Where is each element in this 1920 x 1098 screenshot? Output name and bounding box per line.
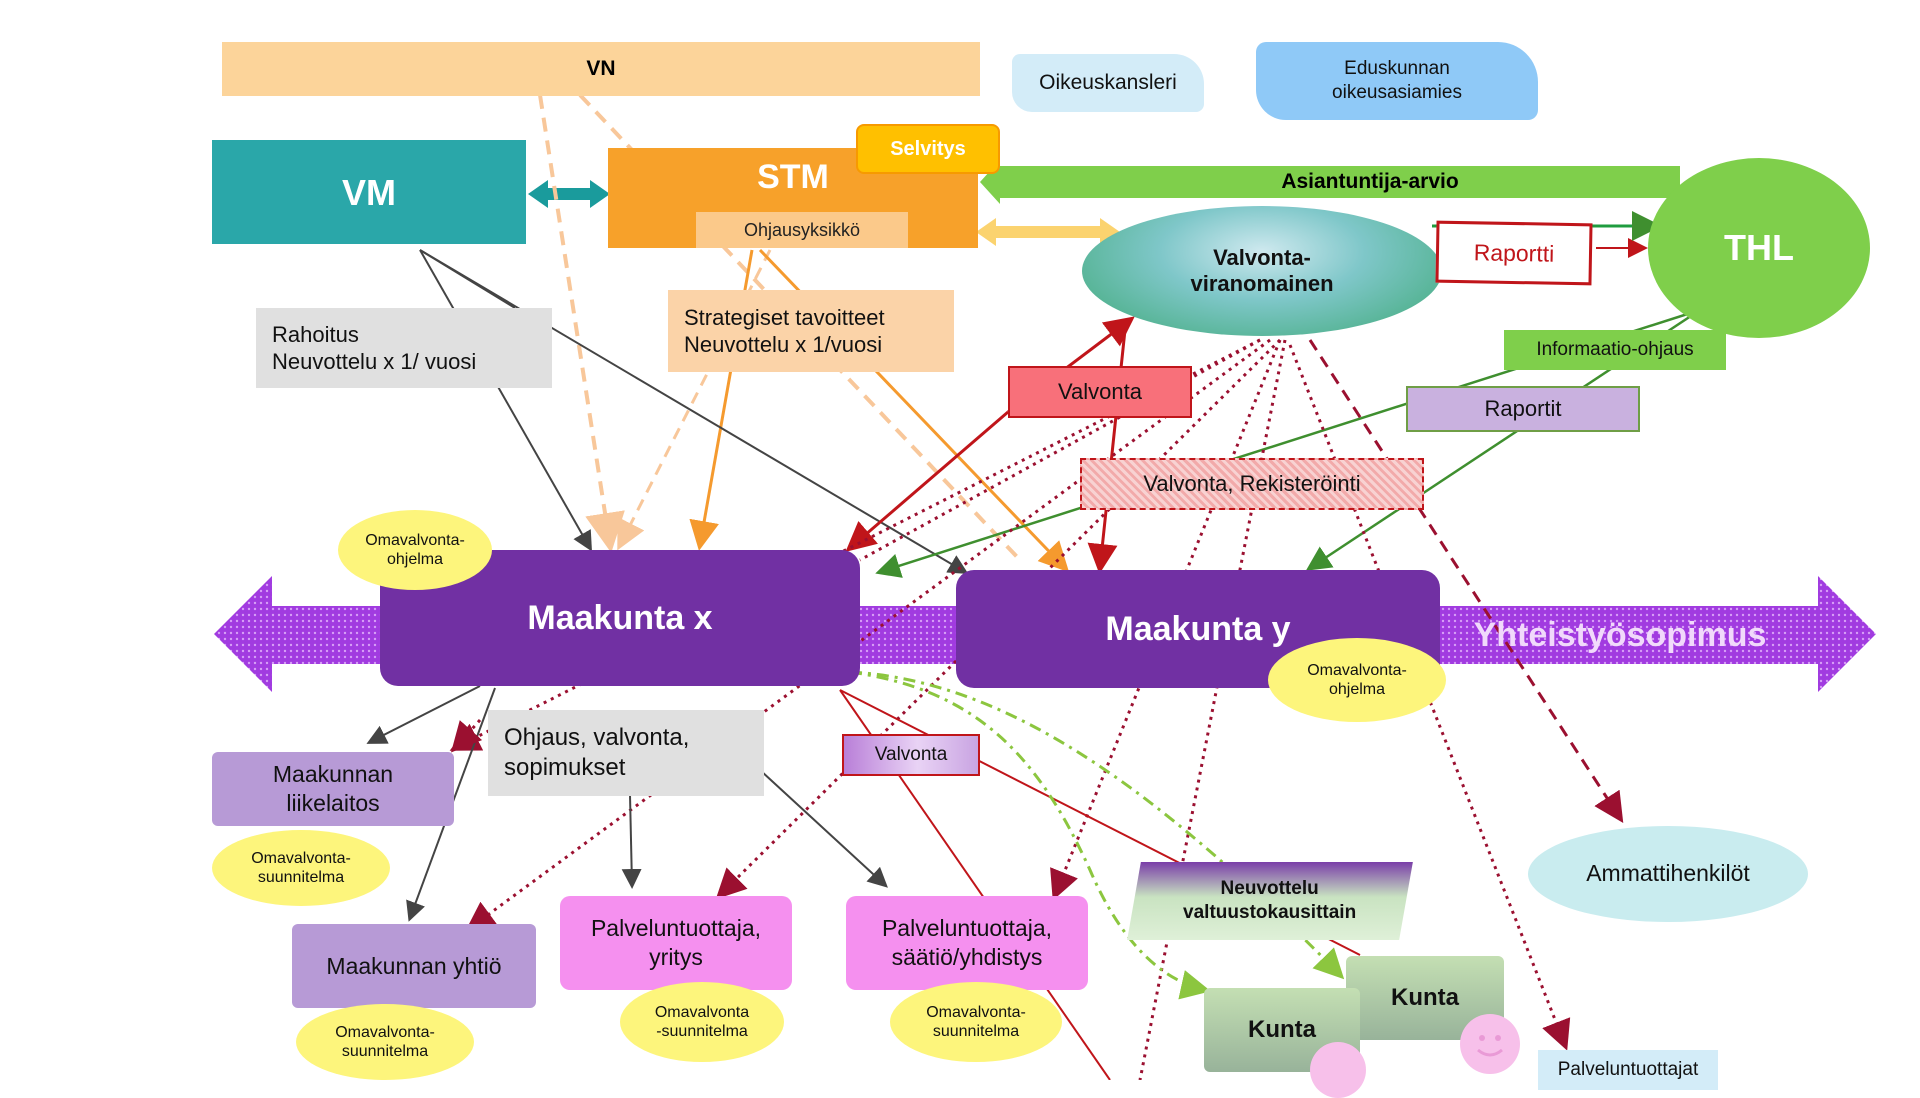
ohjaus-liikelaitos-arrow [366,685,481,744]
valvonta-to-maakunta-x-arrow [845,410,1009,552]
yhteistyosopimus-label: Yhteistyösopimus [1473,615,1767,654]
omavalvonta-suunnitelma-3: Omavalvonta -suunnitelma [620,982,784,1062]
lime-dashdot-2 [849,670,1345,980]
informaatio-ohjaus-box: Informaatio-ohjaus [1504,330,1726,370]
omavalvonta-suunnitelma-4: Omavalvonta- suunnitelma [890,982,1062,1062]
rahoitus-label: Rahoitus Neuvottelu x 1/ vuosi [272,321,477,375]
valvonta-top-label: Valvonta [1058,379,1142,405]
vn-to-maakunta-x-arrow [538,94,625,553]
omavalvonta-suunnitelma-1: Omavalvonta- suunnitelma [212,830,390,906]
maakunnan-liikelaitos-box: Maakunnan liikelaitos [212,752,454,826]
omavalvonta-suunnitelma-2: Omavalvonta- suunnitelma [296,1004,474,1080]
vm-to-maakunta-x-arrow [419,249,592,552]
ohjausyksikko-box: Ohjausyksikkö [696,212,908,248]
omavalvonta-ohjelma-x: Omavalvonta- ohjelma [338,510,492,590]
vm-label: VM [342,171,396,213]
valvontaviranomainen-label: Valvonta- viranomainen [1190,244,1334,296]
yhtio-label: Maakunnan yhtiö [326,952,502,979]
strategiset-label: Strategiset tavoitteet Neuvottelu x 1/vu… [684,304,885,358]
palvelu-yritys-label: Palveluntuottaja, yritys [590,915,762,970]
dotted-link-3 [465,338,1271,932]
palveluntuottajat-box: Palveluntuottajat [1538,1050,1718,1090]
vn-to-maakunta-y-arrow [578,93,1022,562]
valvonta-mid-box: Valvonta [842,734,980,776]
selvitys-box: Selvitys [856,124,1000,174]
raportit-box: Raportit [1406,386,1640,432]
vm-stm-arrow [528,180,610,208]
asiantuntija-arrow [980,160,1680,204]
omav-ohjelma-y-label: Omavalvonta- ohjelma [1307,661,1407,698]
asiantuntija-label: Asiantuntija-arvio [1281,169,1459,193]
neuvottelu-label: Neuvottelu valtuustokausittain [1183,878,1357,923]
omav-suunn-1-label: Omavalvonta- suunnitelma [251,849,351,886]
selvitys-label: Selvitys [890,137,966,160]
vm-to-maakunta-y-arrow [419,249,969,575]
omav-suunn-2-label: Omavalvonta- suunnitelma [335,1023,435,1060]
omav-ohjelma-x-label: Omavalvonta- ohjelma [365,531,465,568]
oikeuskansleri-box: Oikeuskansleri [1012,54,1204,112]
dashed-link-ammatti [1308,339,1624,824]
ohjaus-box: Ohjaus, valvonta, sopimukset [488,710,764,796]
maakunta-y-label: Maakunta y [1105,609,1291,648]
informaatio-label: Informaatio-ohjaus [1536,339,1694,361]
palvelu-saatio-label: Palveluntuottaja, säätiö/yhdistys [881,915,1053,970]
palveluntuottaja-yritys-box: Palveluntuottaja, yritys [560,896,792,990]
stm-label: STM [757,158,829,196]
kunta-2-label: Kunta [1391,984,1459,1011]
smiley-face-icon-2 [1310,1042,1366,1098]
yhteistyosopimus-label-box: Yhteistyösopimus [1450,606,1790,664]
eduskunnan-label: Eduskunnan oikeusasiamies [1332,58,1462,103]
smiley-face-glyph [1477,1035,1503,1057]
ohjaus-label: Ohjaus, valvonta, sopimukset [504,724,690,781]
valvonta-mid-label: Valvonta [874,744,948,766]
maakunnan-yhtio-box: Maakunnan yhtiö [292,924,536,1008]
liikelaitos-label: Maakunnan liikelaitos [272,761,394,816]
ohjaus-saatio-arrow [759,769,888,888]
eduskunnan-oikeusasiamies-box: Eduskunnan oikeusasiamies [1256,42,1538,120]
smiley-face-icon [1460,1014,1520,1074]
palveluntuottajat-label: Palveluntuottajat [1557,1059,1699,1081]
valvontaviranomainen-ellipse: Valvonta- viranomainen [1082,206,1442,336]
maakunta-x-label: Maakunta x [527,598,713,637]
vm-box: VM [212,140,526,244]
omav-suunn-3-label: Omavalvonta -suunnitelma [654,1003,750,1040]
omavalvonta-ohjelma-y: Omavalvonta- ohjelma [1268,638,1446,722]
valvonta-rek-label: Valvonta, Rekisteröinti [1143,471,1361,497]
stm-valvonta-arrow [976,218,1120,246]
valvonta-rekisterointi-box: Valvonta, Rekisteröinti [1080,458,1424,510]
kunta-1-label: Kunta [1248,1016,1316,1043]
rahoitus-box: Rahoitus Neuvottelu x 1/ vuosi [256,308,552,388]
ammattihenkilot-label: Ammattihenkilöt [1586,860,1750,887]
raportti-label: Raportti [1473,238,1555,267]
vn-label: VN [586,56,616,80]
ohjausyksikko-label: Ohjausyksikkö [743,219,861,240]
omav-suunn-4-label: Omavalvonta- suunnitelma [926,1003,1026,1040]
vn-box: VN [222,42,980,96]
thl-label: THL [1724,227,1794,269]
vm-branch-line [419,249,516,309]
palveluntuottaja-saatio-box: Palveluntuottaja, säätiö/yhdistys [846,896,1088,990]
thl-ellipse: THL [1648,158,1870,338]
oikeuskansleri-label: Oikeuskansleri [1039,70,1177,94]
raportit-label: Raportit [1484,396,1562,422]
stm-dashed-arrow [617,249,772,551]
asiantuntija-label-box: Asiantuntija-arvio [1180,166,1560,198]
ammattihenkilot-ellipse: Ammattihenkilöt [1528,826,1808,922]
raportti-box: Raportti [1435,220,1593,286]
valvonta-top-box: Valvonta [1008,366,1192,418]
neuvottelu-box: Neuvottelu valtuustokausittain [1127,862,1413,940]
ohjaus-yritys-arrow [621,794,642,889]
dotted-link-6 [1138,339,1287,1080]
dotted-liikelaitos [451,719,483,753]
strategiset-box: Strategiset tavoitteet Neuvottelu x 1/vu… [668,290,954,372]
lime-dashdot-1 [849,670,1211,1000]
